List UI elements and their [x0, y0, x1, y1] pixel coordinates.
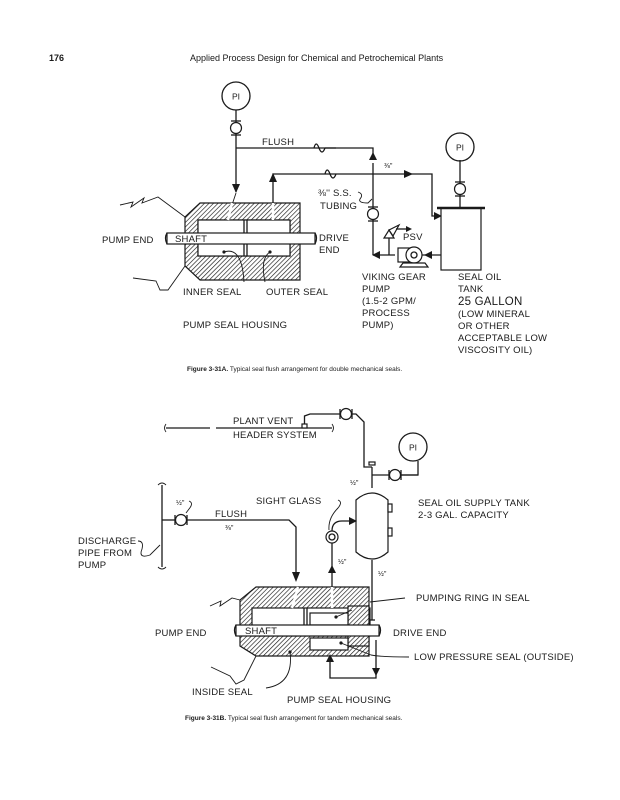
shaft	[164, 232, 318, 245]
sight-glass-icon	[325, 517, 357, 588]
pi-label: PI	[232, 92, 240, 102]
seal-oil-tank	[437, 160, 485, 271]
figure-b-caption: Figure 3-31B. Typical seal flush arrange…	[185, 715, 402, 722]
caption-label: Figure 3-31B.	[185, 715, 227, 722]
valve-icon	[366, 206, 380, 222]
pump-end-label: PUMP END	[155, 628, 207, 639]
outer-seal-label: OUTER SEAL	[266, 287, 328, 298]
running-head: Applied Process Design for Chemical and …	[190, 53, 444, 63]
pump-text-line: PROCESS	[362, 308, 410, 319]
flush-line	[187, 519, 297, 572]
pump-end-label: PUMP END	[102, 235, 154, 246]
pump-text-line: PUMP	[362, 284, 390, 295]
low-pressure-seal-label: LOW PRESSURE SEAL (OUTSIDE)	[414, 652, 574, 663]
caption-text: Typical seal flush arrangement for doubl…	[228, 366, 403, 373]
tank-text-line: ACCEPTABLE LOW	[458, 333, 547, 344]
pressure-indicator-top: PI	[221, 81, 251, 148]
psv-label: PSV	[403, 232, 423, 243]
arrow-up-icon	[269, 173, 277, 182]
size-label: ½''	[378, 570, 387, 578]
drive-end-label: DRIVE	[319, 233, 349, 244]
valve-icon	[453, 181, 467, 197]
flush-label: FLUSH	[262, 137, 294, 148]
tank-text-line: VISCOSITY OIL)	[458, 345, 532, 356]
flush-label: FLUSH	[215, 509, 247, 520]
tank-capacity-label: 2-3 GAL. CAPACITY	[418, 510, 509, 521]
discharge-pipe	[157, 482, 175, 570]
pi-label: PI	[409, 443, 417, 453]
arrow-down-icon	[232, 184, 240, 193]
drive-end-label: DRIVE END	[393, 628, 447, 639]
pump-text-line: (1.5-2 GPM/	[362, 296, 416, 307]
header-system-label: HEADER SYSTEM	[233, 430, 317, 441]
pressure-indicator: PI	[398, 432, 428, 462]
figure-3-31a: PI FLUSH ⅜'' ⅜'' S.S. TUBING	[102, 81, 547, 356]
valve-icon	[339, 407, 353, 421]
arrow-down-icon	[292, 572, 300, 582]
break-line	[119, 196, 186, 218]
size-label: ⅜''	[384, 163, 393, 170]
valve-icon	[174, 513, 188, 527]
shaft-label: SHAFT	[175, 234, 207, 245]
tank-text-line: TANK	[458, 284, 484, 295]
pi-label: PI	[456, 143, 464, 153]
plant-vent-label: PLANT VENT	[233, 416, 293, 427]
discharge-label: PIPE FROM	[78, 548, 132, 559]
pump-seal-housing-label: PUMP SEAL HOUSING	[287, 695, 391, 706]
tank-label: SEAL OIL SUPPLY TANK	[418, 498, 530, 509]
inner-seal-label: INNER SEAL	[183, 287, 242, 298]
size-label: ½''	[338, 558, 347, 566]
pump-description: VIKING GEAR PUMP (1.5-2 GPM/ PROCESS PUM…	[362, 272, 426, 331]
valve-size-label: ½''	[176, 499, 185, 507]
valve-icon	[229, 120, 243, 136]
tank-text-line: (LOW MINERAL	[458, 309, 530, 320]
shaft-label: SHAFT	[245, 626, 277, 637]
tank-description: SEAL OIL TANK 25 GALLON (LOW MINERAL OR …	[458, 272, 547, 356]
psv-relief-valve-icon	[382, 223, 412, 255]
arrow-right-icon	[404, 170, 413, 178]
caption-text: Typical seal flush arrangement for tande…	[226, 715, 403, 722]
tank-text-line: SEAL OIL	[458, 272, 502, 283]
pump-text-line: VIKING GEAR	[362, 272, 426, 283]
pressure-indicator-tank: PI	[445, 132, 475, 162]
tank-text-line: OR OTHER	[458, 321, 510, 332]
discharge-label: PUMP	[78, 560, 106, 571]
plant-vent-header	[164, 413, 372, 468]
figure-a-caption: Figure 3-31A. Typical seal flush arrange…	[187, 366, 402, 373]
tubing-label: TUBING	[320, 201, 357, 212]
tubing-label: ⅜'' S.S.	[318, 188, 352, 199]
figure-3-31b: PLANT VENT HEADER SYSTEM PI ½'' SEAL OIL…	[78, 407, 574, 706]
shaft	[233, 624, 382, 637]
pump-text-line: PUMP)	[362, 320, 394, 331]
inside-seal-label: INSIDE SEAL	[192, 687, 253, 698]
pumping-ring-label: PUMPING RING IN SEAL	[416, 593, 530, 604]
size-label: ⅜''	[225, 525, 234, 532]
size-label: ½''	[350, 479, 359, 487]
caption-label: Figure 3-31A.	[187, 366, 229, 373]
drive-end-label: END	[319, 245, 340, 256]
pump-seal-housing-label: PUMP SEAL HOUSING	[183, 320, 287, 331]
seal-oil-supply-tank	[355, 492, 393, 614]
tank-capacity: 25 GALLON	[458, 296, 522, 308]
valve-icon	[388, 468, 402, 482]
sight-glass-label: SIGHT GLASS	[256, 496, 321, 507]
discharge-label: DISCHARGE	[78, 536, 136, 547]
gear-pump-icon	[397, 246, 441, 268]
page-number: 176	[49, 53, 65, 63]
